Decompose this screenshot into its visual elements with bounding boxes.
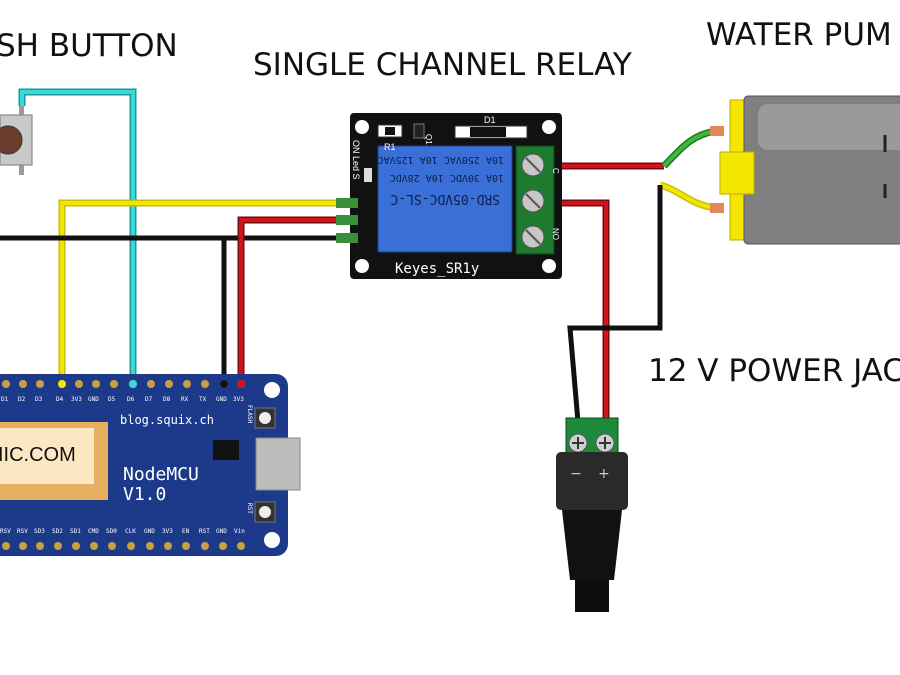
- pin-CMD: CMD: [88, 528, 99, 535]
- pin-GND-c: GND: [144, 528, 155, 535]
- pin-GND-a: GND: [88, 396, 99, 403]
- relay-module: R1 D1 Q1 Keyes_SR1y SRD-05VDC-SL-C 10A 3…: [336, 113, 562, 279]
- pin-RX: RX: [181, 396, 189, 403]
- relay-com-text: C: [551, 168, 560, 174]
- pin-SD2: SD2: [52, 528, 63, 535]
- relay-model: SRD-05VDC-SL-C: [390, 191, 500, 206]
- water-pump: [710, 95, 900, 245]
- chip-text: IIC.COM: [0, 444, 76, 466]
- pin-D3: D3: [35, 396, 43, 403]
- pin-3V3-b: 3V3: [233, 396, 244, 403]
- pin-D2: D2: [18, 396, 26, 403]
- yellow-wire: [58, 199, 338, 386]
- pin-3V3-c: 3V3: [162, 528, 173, 535]
- black-wire-jack: [567, 185, 663, 423]
- relay-rating-1: 10A 30VDC 10A 28VDC: [390, 172, 504, 183]
- relay-label: SINGLE CHANNEL RELAY: [253, 47, 632, 83]
- relay-side-text: ON Led S: [351, 140, 361, 180]
- rst-text: RST: [246, 503, 253, 514]
- dc-power-jack: − +: [556, 417, 628, 612]
- pin-RST: RST: [199, 528, 210, 535]
- relay-d1-text: D1: [484, 115, 496, 125]
- jack-plus-text: +: [598, 466, 610, 482]
- push-button: [0, 103, 33, 175]
- pin-Vin: Vin: [234, 528, 245, 535]
- red-wire-logic: [237, 216, 338, 386]
- pin-SD1: SD1: [70, 528, 81, 535]
- site-text: blog.squix.ch: [120, 413, 214, 427]
- pin-TX: TX: [199, 396, 207, 403]
- pin-SD0: SD0: [106, 528, 117, 535]
- nodemcu-board: D1 D2 D3 D4 3V3 GND D5 D6 D7 D8 RX TX GN…: [0, 374, 301, 556]
- relay-no-text: NO: [551, 228, 560, 240]
- pin-D1: D1: [1, 396, 9, 403]
- pump-label: WATER PUM: [706, 17, 892, 53]
- board-title: NodeMCU: [123, 464, 199, 485]
- pin-CLK: CLK: [125, 528, 136, 535]
- pin-D6: D6: [127, 396, 135, 403]
- pin-SD3: SD3: [34, 528, 45, 535]
- pin-GND-d: GND: [216, 528, 227, 535]
- pin-GND-b: GND: [216, 396, 227, 403]
- pin-D7: D7: [145, 396, 153, 403]
- pin-D5: D5: [108, 396, 116, 403]
- pin-EN: EN: [182, 528, 190, 535]
- pin-D4: D4: [56, 396, 64, 403]
- relay-r1-text: R1: [384, 142, 396, 152]
- relay-rating-2: 10A 250VAC 10A 125VAC: [378, 154, 504, 165]
- pin-3V3-a: 3V3: [71, 396, 82, 403]
- pin-RSV-b: RSV: [17, 528, 28, 535]
- power-jack-label: 12 V POWER JAC: [648, 353, 900, 389]
- bottom-pin-row: [2, 542, 245, 550]
- relay-brand: Keyes_SR1y: [395, 261, 479, 277]
- pin-D8: D8: [163, 396, 171, 403]
- push-button-label: SH BUTTON: [0, 28, 178, 64]
- board-version: V1.0: [123, 484, 166, 505]
- flash-text: FLASH: [246, 405, 253, 423]
- jack-minus-text: −: [570, 466, 582, 482]
- pin-RSV-a: RSV: [0, 528, 11, 535]
- relay-q1-text: Q1: [424, 134, 433, 145]
